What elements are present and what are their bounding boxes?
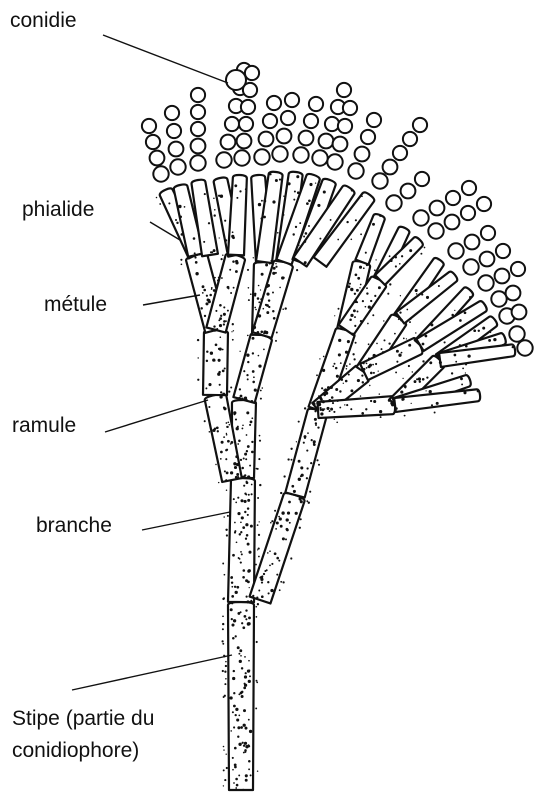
conidium — [337, 83, 351, 97]
conidium — [333, 137, 348, 152]
conidium — [309, 97, 323, 111]
leader-line — [105, 400, 208, 432]
label-phialide: phialide — [22, 197, 94, 223]
conidium — [413, 118, 427, 132]
conidium — [445, 215, 460, 230]
leader-line — [103, 35, 228, 83]
label-ramule: ramule — [12, 413, 76, 439]
ramule-right-left — [233, 334, 271, 403]
conidium — [511, 262, 525, 276]
conidium — [191, 105, 205, 119]
branch-right-upper — [285, 409, 327, 498]
conidium — [413, 210, 428, 225]
conidium — [293, 147, 308, 162]
conidium — [415, 172, 429, 186]
conidium — [506, 286, 521, 301]
conidium — [226, 70, 246, 90]
conidium — [463, 259, 478, 274]
label-stipe-line2: conidiophore) — [12, 738, 139, 764]
conidium — [355, 147, 370, 162]
conidium — [372, 173, 387, 188]
conidium — [491, 291, 506, 306]
conidium — [348, 163, 363, 178]
conidium — [254, 149, 269, 164]
conidium — [461, 206, 475, 220]
conidium — [170, 159, 185, 174]
conidium — [401, 184, 416, 199]
conidium — [361, 130, 375, 144]
conidium — [428, 223, 443, 238]
conidium — [190, 155, 205, 170]
conidium — [191, 88, 205, 102]
conidium — [477, 197, 491, 211]
conidium — [263, 114, 277, 128]
conidium — [216, 152, 231, 167]
conidium — [239, 117, 253, 131]
conidium — [393, 146, 407, 160]
label-metule: métule — [44, 292, 107, 318]
conidium — [509, 326, 524, 341]
conidium — [496, 244, 510, 258]
conidium — [327, 154, 342, 169]
conidium — [304, 114, 318, 128]
conidium — [285, 93, 299, 107]
conidium — [150, 151, 165, 166]
conidium — [225, 117, 239, 131]
conidium — [165, 106, 179, 120]
conidium — [481, 226, 495, 240]
conidium — [338, 119, 352, 133]
conidium — [386, 195, 401, 210]
conidium — [367, 113, 381, 127]
conidium — [462, 181, 476, 195]
conidium — [234, 150, 249, 165]
conidium — [272, 146, 287, 161]
conidium — [448, 243, 463, 258]
conidium — [446, 191, 460, 205]
conidium — [480, 252, 495, 267]
conidium — [167, 124, 181, 138]
conidium — [277, 129, 292, 144]
conidium — [299, 131, 314, 146]
label-conidie: conidie — [10, 8, 77, 34]
conidium — [169, 142, 184, 157]
conidium — [319, 134, 334, 149]
conidium — [153, 166, 168, 181]
conidium — [478, 275, 493, 290]
conidium — [237, 134, 252, 149]
conidium — [512, 305, 527, 320]
conidium — [245, 66, 259, 80]
conidium — [312, 150, 327, 165]
conidium — [146, 135, 160, 149]
conidium — [191, 122, 205, 136]
conidium — [281, 111, 295, 125]
conidium — [267, 96, 281, 110]
conidium — [343, 101, 357, 115]
ramule-left-upper — [203, 330, 228, 395]
label-branche: branche — [36, 513, 112, 539]
conidium — [142, 119, 156, 133]
conidium — [191, 139, 206, 154]
conidium — [259, 132, 274, 147]
conidium — [325, 117, 339, 131]
conidium — [517, 340, 532, 355]
leader-line — [72, 655, 232, 690]
leader-line — [142, 512, 230, 530]
leader-line — [143, 295, 200, 305]
conidium — [465, 235, 480, 250]
phialide — [228, 175, 247, 255]
conidium — [241, 100, 255, 114]
conidium — [221, 135, 236, 150]
conidium — [403, 132, 417, 146]
conidium — [383, 160, 398, 175]
conidium — [495, 269, 510, 284]
label-stipe-line1: Stipe (partie du — [12, 706, 154, 732]
conidium — [430, 201, 445, 216]
